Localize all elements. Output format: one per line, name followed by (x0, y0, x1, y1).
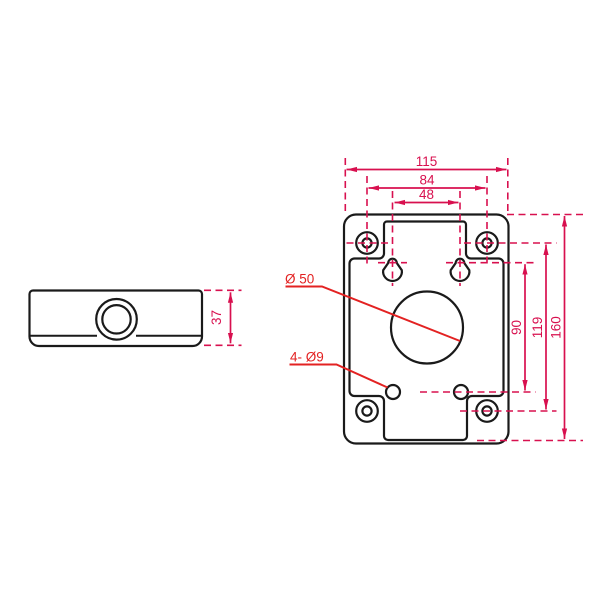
dimensions: 115 84 48 90 119 160 (346, 154, 568, 439)
dim-label-84: 84 (419, 173, 435, 188)
plate-outer-outline (342, 213, 510, 445)
keyhole-slot-left (382, 257, 403, 282)
side-view-boss-inner-circle (101, 303, 132, 335)
mount-holes-leader-line (289, 363, 388, 389)
callouts: Ø 50 4- Ø9 (285, 272, 461, 389)
dim-label-90: 90 (509, 320, 524, 335)
plate-inner-contour (348, 220, 505, 442)
dim-label-115: 115 (416, 154, 438, 169)
keyhole-slot-right (449, 257, 471, 282)
bore-leader-line (285, 285, 461, 342)
side-view-outline (28, 289, 204, 348)
dim-label-48: 48 (419, 187, 434, 202)
mount-holes-callout-label: 4- Ø9 (290, 350, 324, 365)
dim-label-160: 160 (549, 316, 564, 339)
side-view-boss-outer-circle (95, 297, 138, 341)
corner-hole-bottom-left (355, 399, 379, 423)
side-view: 37 (28, 289, 242, 348)
bore-callout-label: Ø 50 (285, 272, 314, 287)
mount-hole-left (384, 383, 402, 401)
front-view (342, 213, 510, 445)
dim-label-119: 119 (530, 317, 545, 339)
depth-dimension-label: 37 (209, 310, 224, 325)
extension-lines (344, 158, 583, 442)
center-bore-circle (389, 290, 465, 365)
